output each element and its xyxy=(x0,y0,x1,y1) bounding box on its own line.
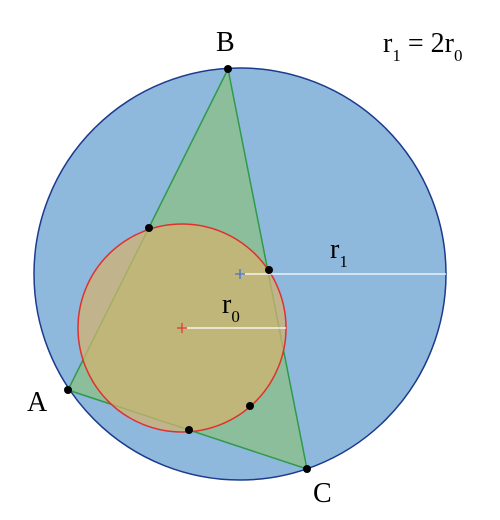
vertex-label-a: A xyxy=(27,387,48,418)
inner-radius-label-base: r xyxy=(222,289,232,320)
radius-relation: r1 = 2r0 xyxy=(383,28,462,65)
relation-rhs-sub: 0 xyxy=(454,46,463,65)
outer-radius-label: r1 xyxy=(330,234,348,271)
outer-radius-label-sub: 1 xyxy=(339,252,348,271)
outer-radius-label-base: r xyxy=(330,234,340,265)
vertex-point-b xyxy=(224,65,232,73)
inner-center-plus-icon xyxy=(177,323,187,333)
vertex-point-a xyxy=(64,386,72,394)
intersection-point xyxy=(185,426,193,434)
relation-lhs: r xyxy=(383,28,393,59)
relation-operator: = 2 xyxy=(401,28,445,59)
intersection-point xyxy=(145,224,153,232)
intersection-point xyxy=(265,266,273,274)
vertex-label-c: C xyxy=(313,478,332,509)
relation-lhs-sub: 1 xyxy=(392,46,401,65)
inner-radius-label: r0 xyxy=(222,289,240,326)
vertex-label-b: B xyxy=(216,27,235,58)
outer-center-plus-icon xyxy=(235,269,245,279)
vertex-point-c xyxy=(303,465,311,473)
relation-rhs: r xyxy=(445,28,455,59)
intersection-point xyxy=(246,402,254,410)
inner-radius-label-sub: 0 xyxy=(231,307,240,326)
